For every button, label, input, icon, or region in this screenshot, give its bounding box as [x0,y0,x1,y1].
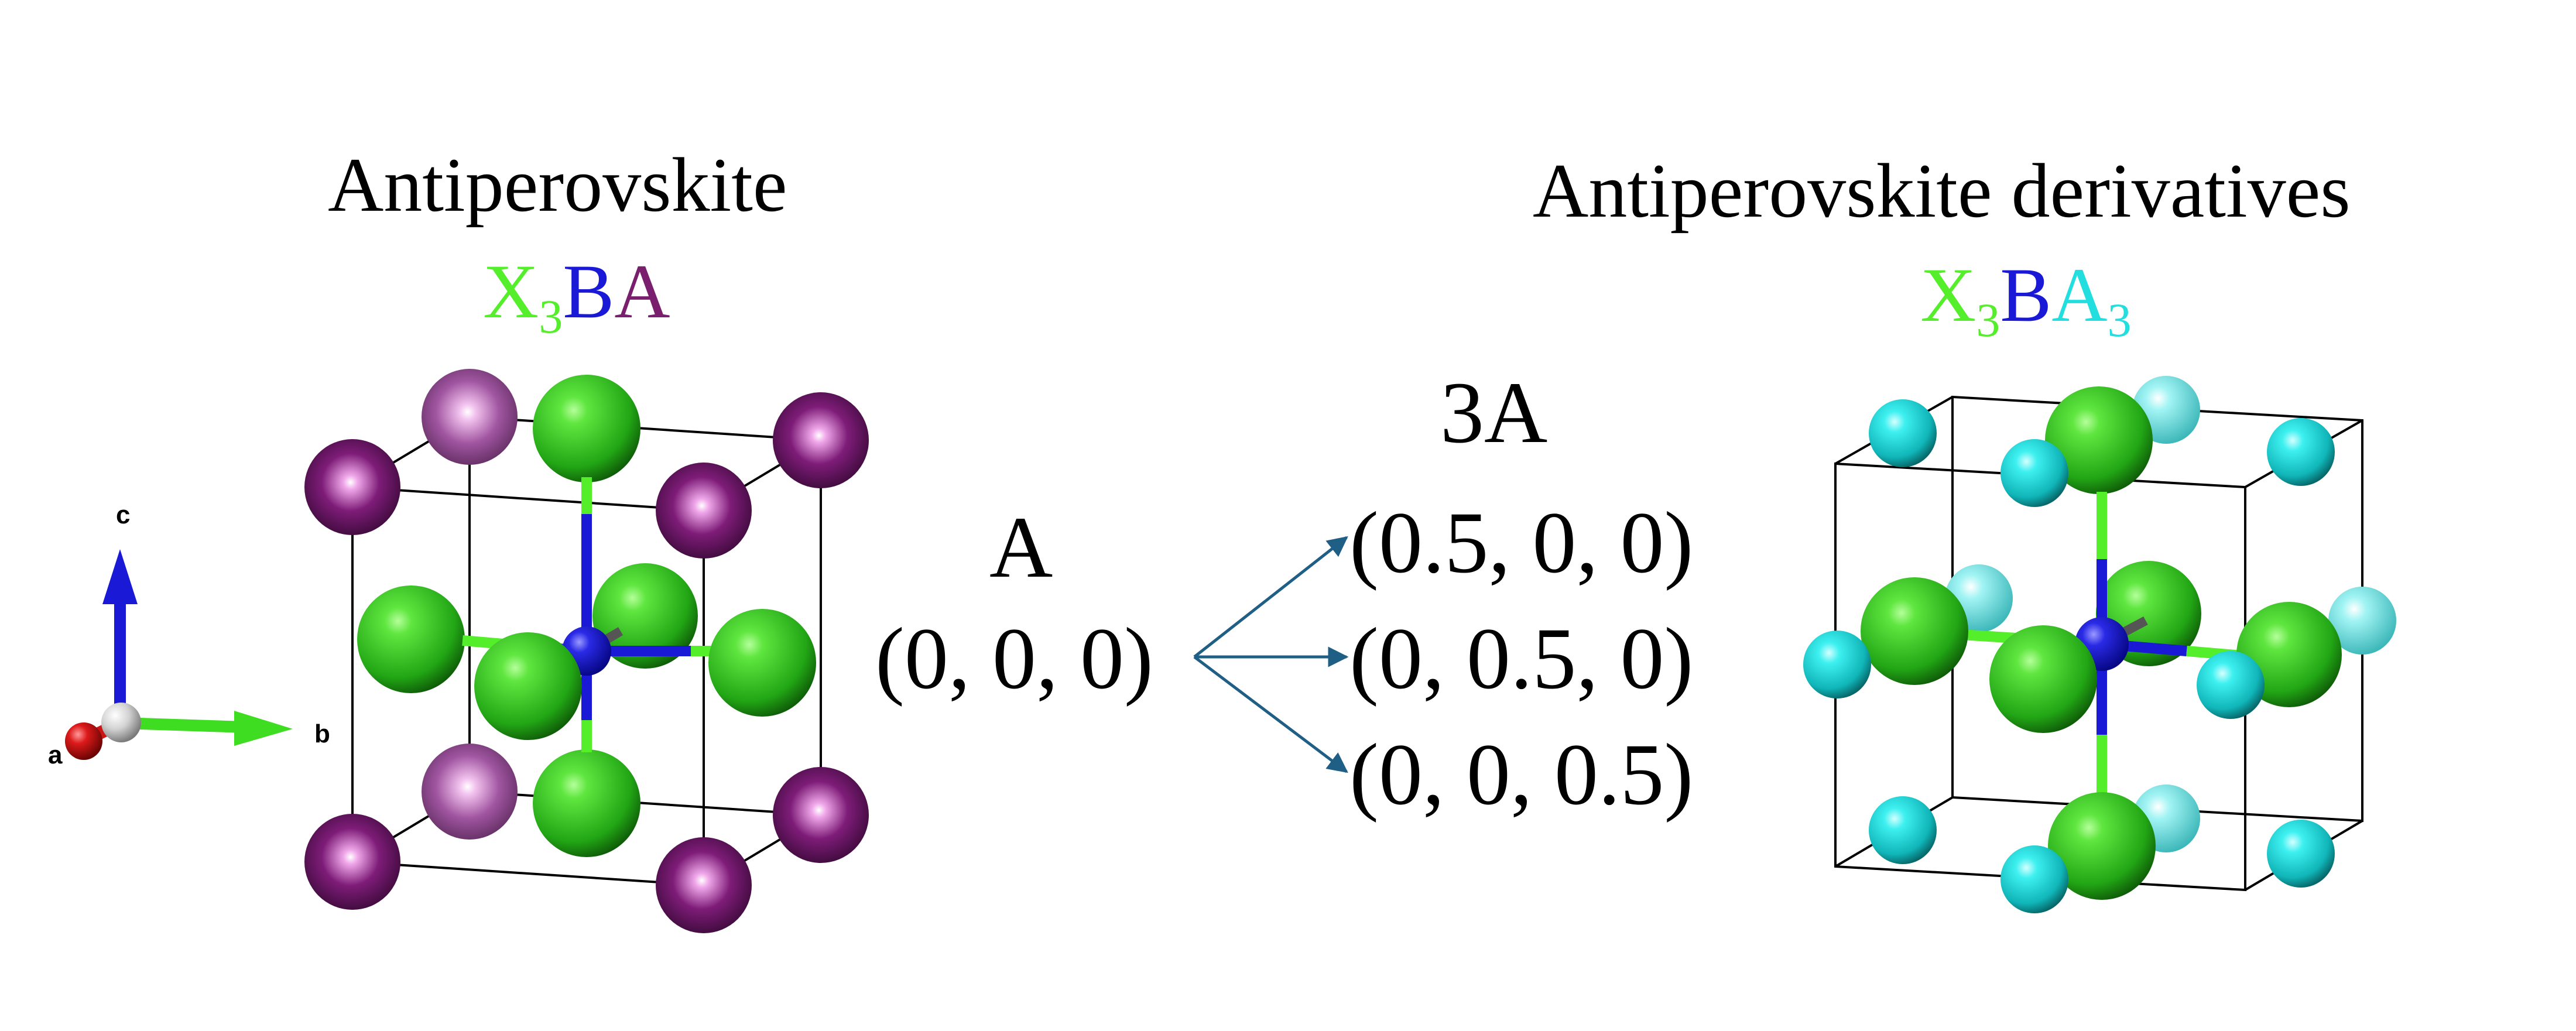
target-coordinate-1: (0.5, 0, 0) [1349,494,1694,591]
axis-label-c: c [116,501,131,529]
antiperovskite-title: Antiperovskite [328,142,787,228]
axis-triad [65,549,293,760]
target-site-label: 3A [1440,364,1548,461]
site-label: A [989,499,1053,596]
formula-a-subscript: 3 [2107,293,2132,347]
formula-a: A [614,248,670,334]
formula-x: X [483,248,539,334]
origin-sphere-icon [101,703,141,742]
split-arrows [1193,536,1349,773]
derivatives-title: Antiperovskite derivatives [1533,148,2351,234]
formula-b: B [563,248,615,334]
antiperovskite-derivative-cell [1803,376,2396,913]
axis-label-b: b [314,720,330,748]
c-axis-arrow-icon [102,549,138,604]
antiperovskite-cell [304,369,869,933]
arrow-to-third-site-icon [1193,656,1348,773]
formula-b: B [2000,252,2052,338]
formula-x: X [1920,252,1976,338]
b-axis-arrow-icon [234,711,293,746]
axis-label-a: a [48,741,63,769]
antiperovskite-formula: X3BA [483,253,670,341]
target-coordinate-3: (0, 0, 0.5) [1349,726,1694,823]
formula-a: A [2051,252,2108,338]
arrow-to-first-site-icon [1193,536,1348,658]
formula-x-subscript: 3 [1976,293,2000,347]
formula-x-subscript: 3 [539,290,563,344]
a-axis-sphere-icon [65,722,102,760]
target-coordinate-2: (0, 0.5, 0) [1349,610,1694,707]
site-coordinate: (0, 0, 0) [875,610,1153,707]
derivatives-formula: X3BA3 [1920,256,2132,344]
